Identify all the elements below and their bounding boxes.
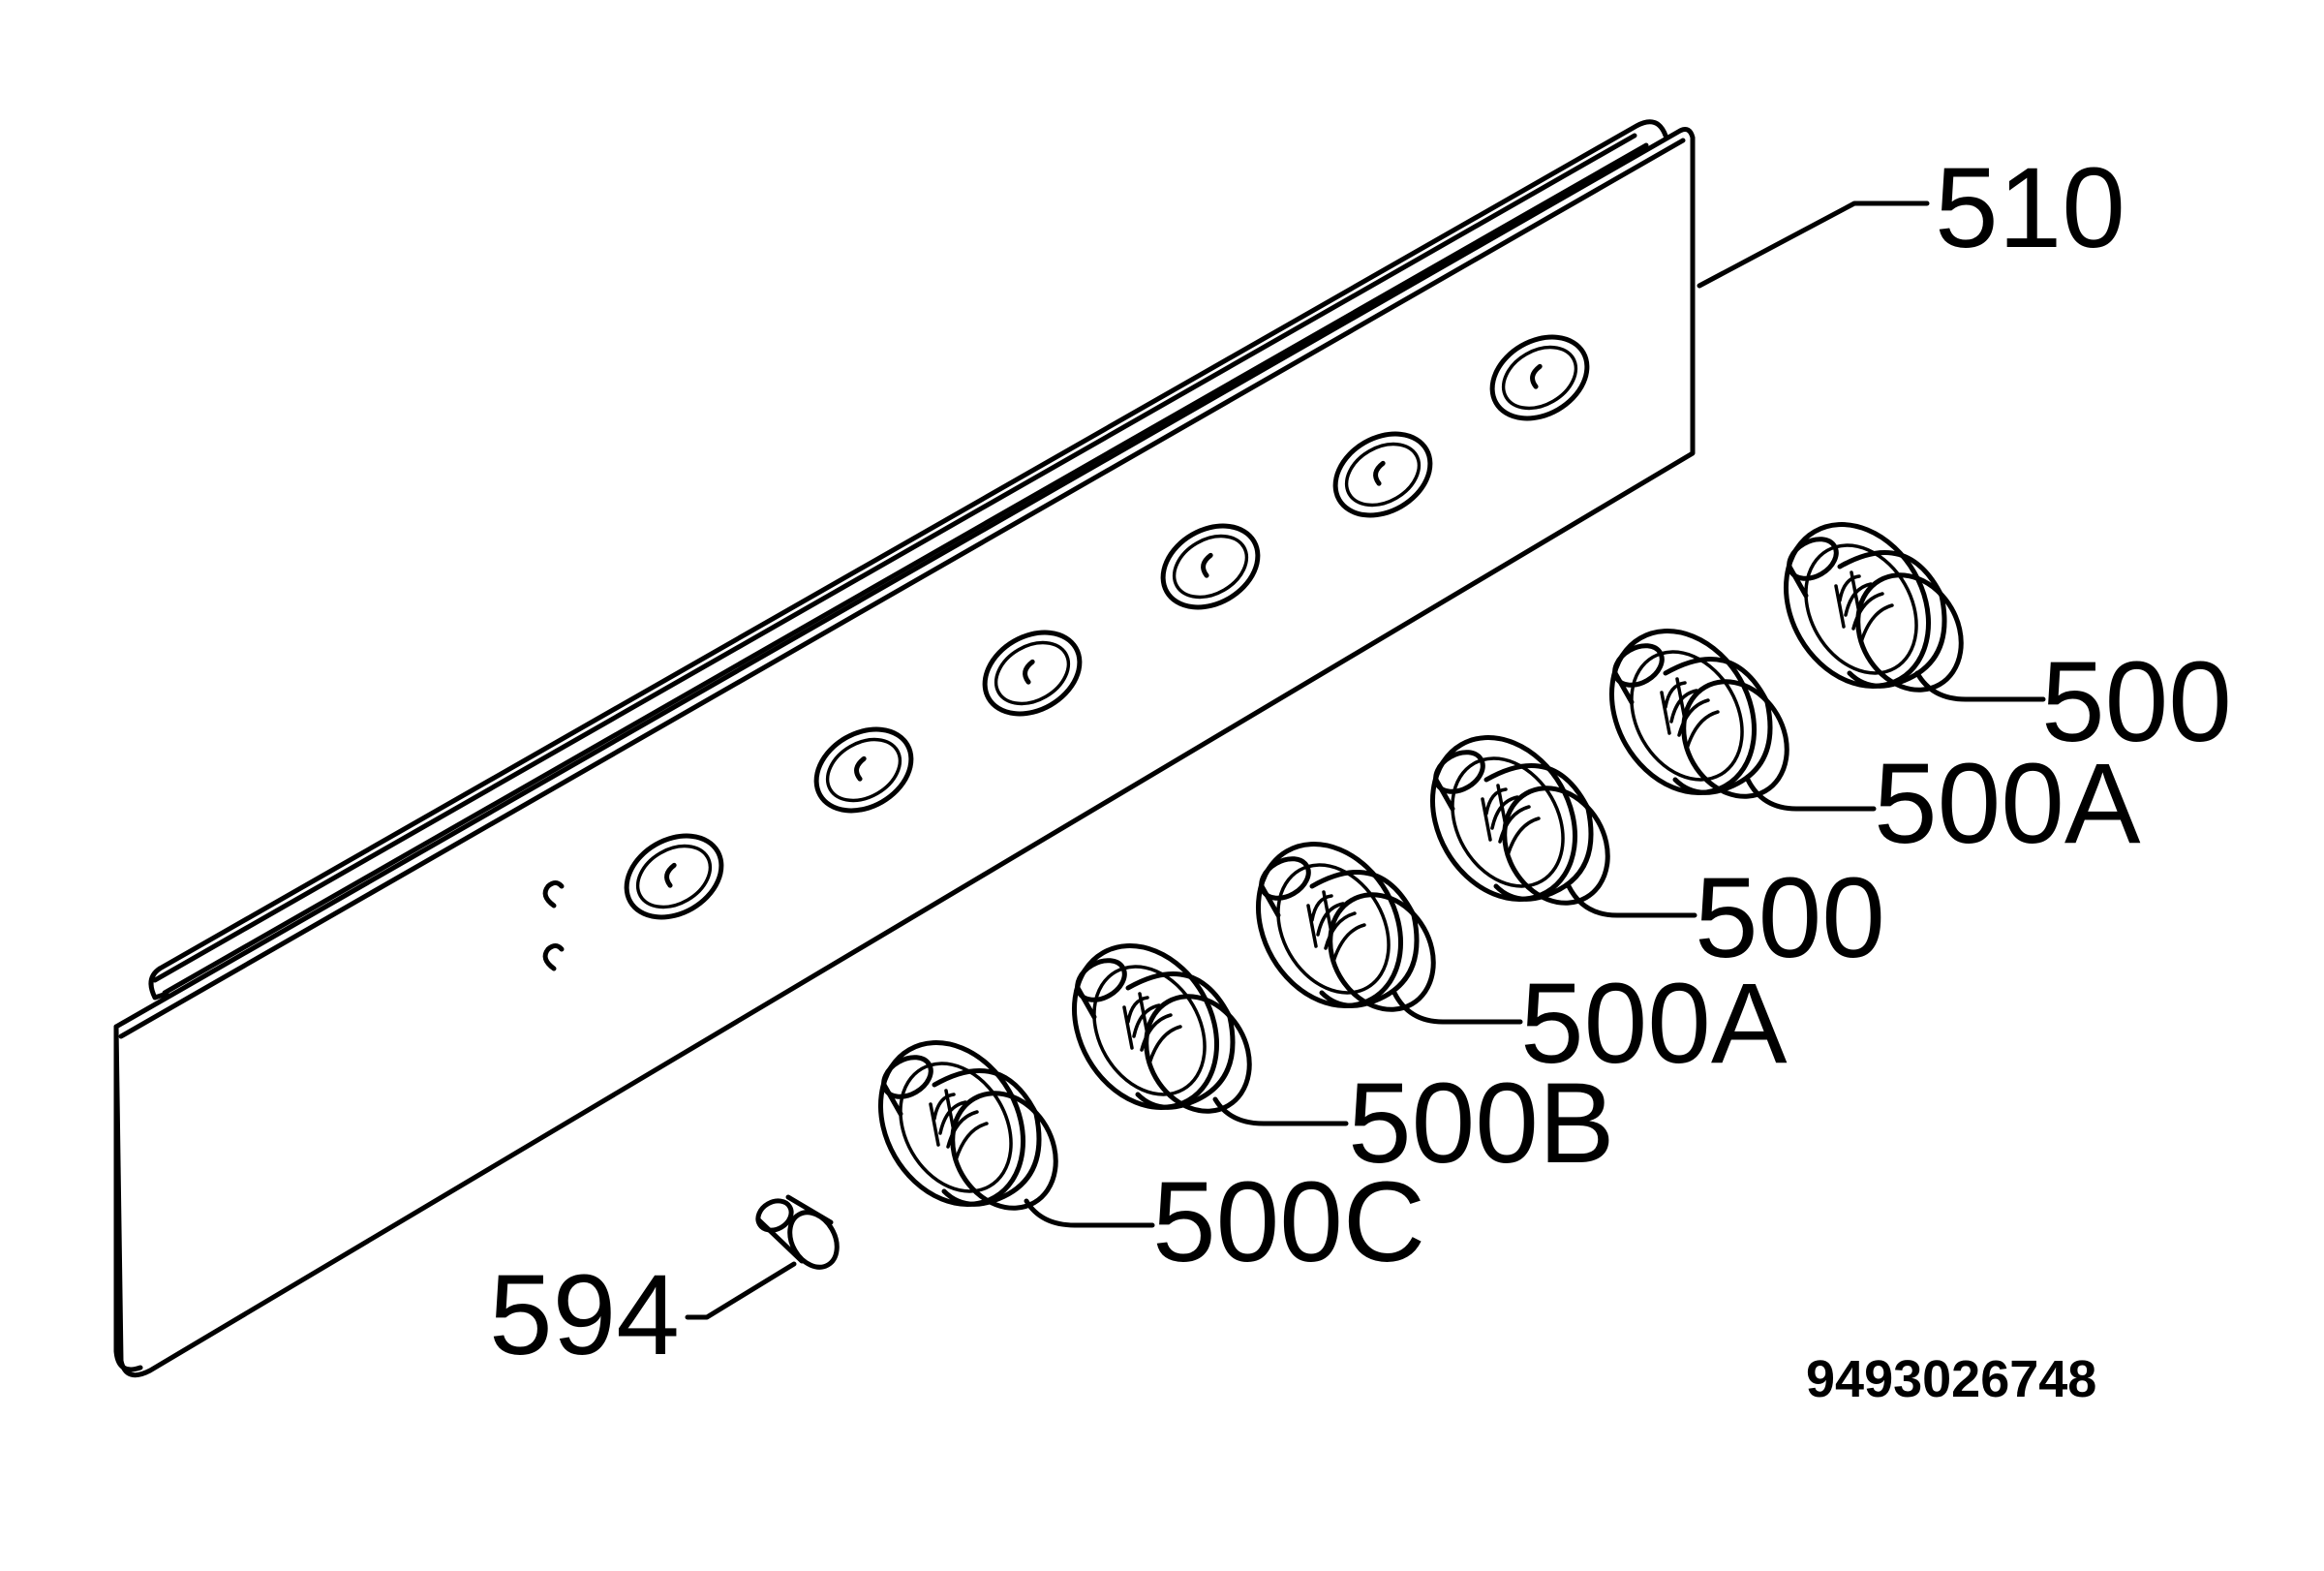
knob-hole-1 (624, 833, 724, 920)
knob-hole-5 (1332, 431, 1433, 518)
knob-6: 500C (852, 1017, 1425, 1286)
indicator-lamp-1 (542, 880, 565, 909)
knob-5-label: 500B (1348, 1060, 1615, 1187)
knob-5: 500B (1046, 920, 1615, 1187)
spacer-label: 594 (489, 1251, 680, 1379)
knob-6-label: 500C (1152, 1158, 1425, 1286)
indicator-lamp-2 (542, 943, 565, 971)
knob-3: 500 (1404, 712, 1885, 982)
knob-3-label: 500 (1695, 854, 1885, 982)
drawing-code: 9493026748 (1806, 1350, 2096, 1408)
control-panel (113, 119, 1696, 1378)
knob-2: 500A (1583, 605, 2141, 868)
knob-1-label: 500 (2041, 638, 2232, 766)
panel-callout: 510 (1697, 144, 2125, 289)
knob-4-label: 500A (1520, 960, 1788, 1088)
knob-hole-3 (982, 630, 1083, 717)
spacer-part: 594 (489, 1194, 840, 1379)
knob-hole-4 (1160, 523, 1261, 610)
knob-hole-6 (1489, 334, 1590, 421)
panel-label: 510 (1935, 144, 2125, 272)
knob-hole-2 (813, 726, 914, 814)
knob-1: 500 (1758, 499, 2232, 766)
knob-4: 500A (1230, 818, 1788, 1088)
knob-2-label: 500A (1874, 740, 2141, 868)
